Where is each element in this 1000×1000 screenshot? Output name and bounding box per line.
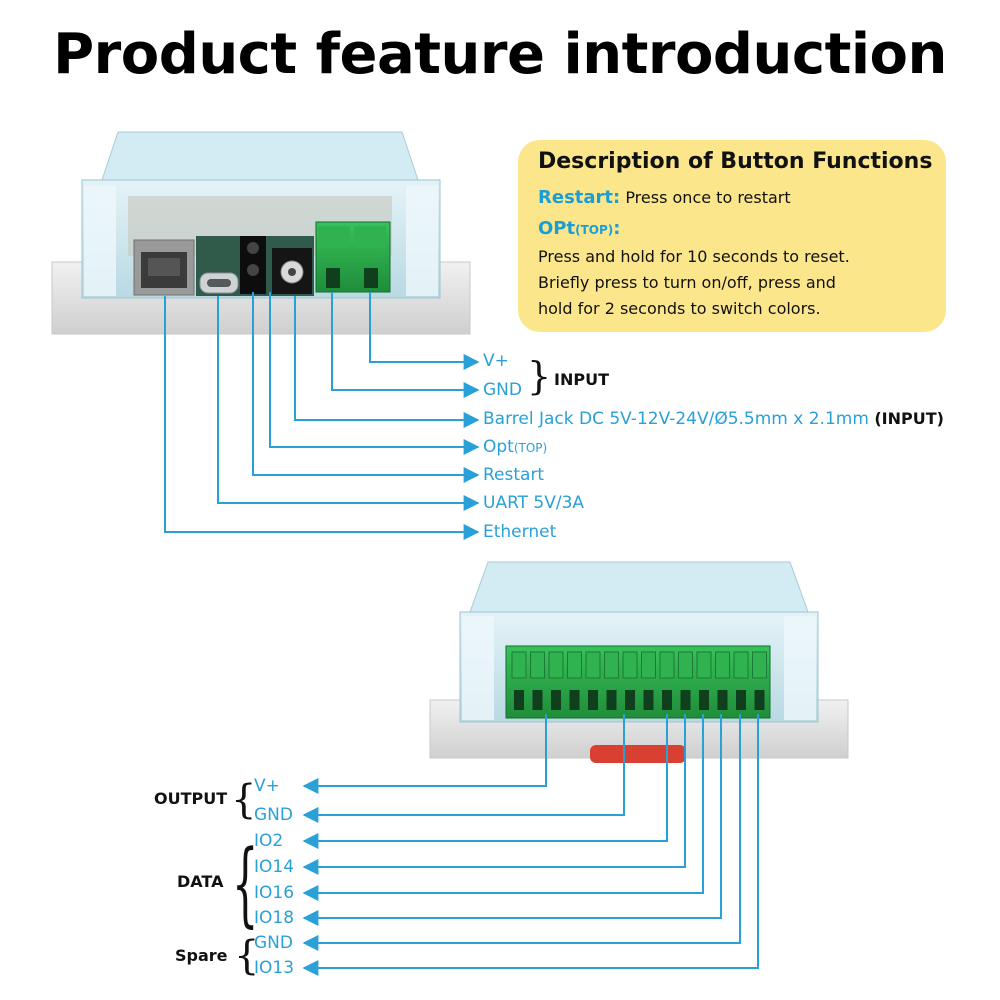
page-title: Product feature introduction bbox=[53, 22, 947, 87]
opt-sub: (TOP) bbox=[513, 441, 548, 455]
data-brace: { bbox=[232, 830, 259, 937]
leader-io18 bbox=[302, 714, 722, 926]
leader-gnd bbox=[331, 292, 480, 398]
leader-restart bbox=[252, 292, 480, 483]
barrel-jack-text: Barrel Jack DC 5V-12V-24V/Ø5.5mm x 2.1mm bbox=[483, 409, 869, 429]
terminal-hole bbox=[606, 690, 617, 710]
terminal-hole bbox=[569, 690, 580, 710]
label-io18: IO18 bbox=[254, 908, 295, 928]
leader-io2 bbox=[302, 714, 668, 849]
leader-opt bbox=[269, 292, 480, 455]
restart-description-line: Restart: Press once to restart bbox=[538, 187, 791, 208]
label-uart: UART 5V/3A bbox=[483, 493, 585, 513]
terminal-top bbox=[733, 651, 749, 679]
terminal-top bbox=[511, 651, 527, 679]
opt-colon: : bbox=[613, 218, 621, 239]
label-out-gnd: GND bbox=[254, 805, 293, 825]
terminal-hole bbox=[699, 690, 709, 710]
terminal-top bbox=[678, 651, 693, 679]
leader-io14 bbox=[302, 714, 686, 875]
opt-keyword-sub: (TOP) bbox=[575, 223, 614, 237]
label-out-vplus: V+ bbox=[254, 776, 280, 796]
terminal-hole bbox=[588, 690, 598, 710]
spare-group-label: Spare bbox=[175, 946, 228, 965]
spare-brace: { bbox=[234, 933, 260, 979]
input-group-label: INPUT bbox=[554, 370, 609, 389]
leader-out-vplus bbox=[302, 714, 547, 794]
terminal-top bbox=[548, 651, 564, 679]
terminal-hole bbox=[625, 690, 635, 710]
restart-description: Press once to restart bbox=[625, 188, 791, 207]
bottom-device bbox=[429, 561, 849, 763]
data-group-label: DATA bbox=[177, 872, 224, 891]
label-spare-gnd: GND bbox=[254, 933, 293, 953]
terminal-top bbox=[641, 651, 656, 679]
terminal-hole bbox=[643, 690, 654, 710]
terminal-top bbox=[715, 651, 730, 679]
terminal-top bbox=[622, 651, 638, 679]
note-heading: Description of Button Functions bbox=[538, 149, 933, 174]
terminal-hole bbox=[736, 690, 746, 710]
terminal-top bbox=[530, 651, 545, 679]
terminal-hole bbox=[514, 690, 524, 710]
leader-spare-gnd bbox=[302, 714, 741, 951]
output-brace: { bbox=[231, 777, 257, 823]
opt-line-2: Briefly press to turn on/off, press and bbox=[538, 273, 836, 292]
terminal-top bbox=[752, 651, 767, 679]
opt-line-1: Press and hold for 10 seconds to reset. bbox=[538, 247, 850, 266]
leader-io13 bbox=[302, 714, 759, 976]
opt-heading-line: OPt(TOP): bbox=[538, 218, 620, 239]
leader-vplus bbox=[369, 292, 480, 370]
opt-keyword: OPt bbox=[538, 218, 576, 239]
leader-out-gnd bbox=[302, 714, 625, 823]
barrel-jack-input-tag: (INPUT) bbox=[874, 409, 944, 428]
label-restart: Restart bbox=[483, 465, 545, 485]
restart-keyword: Restart: bbox=[538, 187, 621, 208]
terminal-hole bbox=[754, 690, 765, 710]
terminal-top bbox=[567, 651, 582, 679]
label-io13: IO13 bbox=[254, 958, 295, 978]
leader-ethernet bbox=[164, 296, 480, 540]
label-ethernet: Ethernet bbox=[483, 522, 557, 542]
terminal-hole bbox=[680, 690, 691, 710]
label-io14: IO14 bbox=[254, 857, 295, 877]
label-io16: IO16 bbox=[254, 883, 295, 903]
opt-text: Opt bbox=[483, 437, 514, 457]
label-vplus: V+ bbox=[483, 351, 509, 371]
terminal-top bbox=[585, 651, 601, 679]
terminal-hole bbox=[532, 690, 543, 710]
leader-io16 bbox=[302, 714, 704, 901]
input-brace: } bbox=[527, 354, 552, 398]
output-group-label: OUTPUT bbox=[154, 789, 228, 808]
label-barrel-jack: Barrel Jack DC 5V-12V-24V/Ø5.5mm x 2.1mm… bbox=[483, 409, 944, 429]
terminal-hole bbox=[551, 690, 561, 710]
terminal-hole bbox=[717, 690, 728, 710]
terminal-top bbox=[696, 651, 712, 679]
button-functions-note: Description of Button Functions Restart:… bbox=[518, 140, 946, 332]
terminal-top bbox=[604, 651, 619, 679]
label-opt: Opt(TOP) bbox=[483, 437, 547, 457]
label-gnd: GND bbox=[483, 380, 522, 400]
top-device bbox=[51, 131, 471, 335]
opt-line-3: hold for 2 seconds to switch colors. bbox=[538, 299, 821, 318]
terminal-top bbox=[659, 651, 675, 679]
terminal-hole bbox=[662, 690, 672, 710]
leader-barrel bbox=[294, 296, 480, 428]
label-io2: IO2 bbox=[254, 831, 284, 851]
leader-uart bbox=[217, 296, 480, 511]
